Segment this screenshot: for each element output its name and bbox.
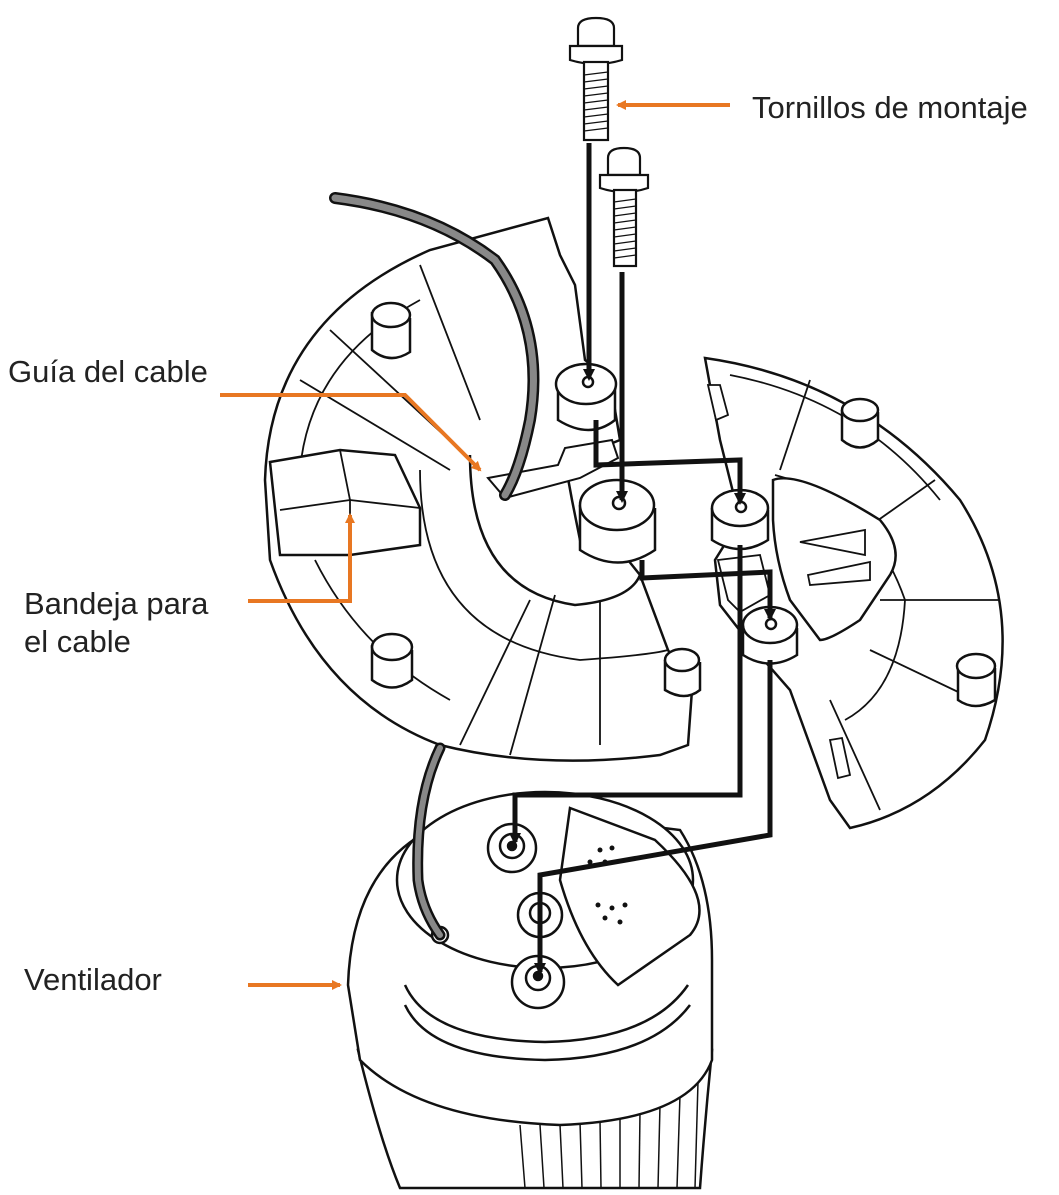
screw-thread-1 [583, 71, 609, 132]
arrow-right-lower-to-fan-bottom [534, 660, 773, 975]
cable-tray [268, 448, 422, 557]
standoff-right-top [840, 397, 880, 449]
mounting-screws-label: Tornillos de montaje [752, 90, 1028, 125]
fan-body [346, 790, 714, 1190]
fan-label: Ventilador [24, 962, 162, 997]
fan-block-holes [587, 845, 628, 925]
callout-arrows [220, 100, 730, 990]
cable [329, 192, 540, 941]
cable-guide-label: Guía del cable [8, 354, 208, 389]
cable-tray-label-line1: Bandeja para [24, 586, 209, 621]
standoff-right-bottom [955, 652, 997, 708]
screw-boss-lower [578, 478, 657, 564]
callout-arrow-cable-tray [248, 513, 355, 603]
arrow-boss-to-right-upper [593, 420, 746, 505]
mounting-screw-1 [568, 16, 624, 142]
standoff-left-right [663, 647, 702, 698]
assembly-arrows [509, 143, 776, 975]
left-housing-half [263, 216, 702, 762]
screw-thread-2 [613, 198, 637, 259]
screw-boss-upper [554, 362, 618, 432]
mounting-screw-2 [598, 146, 650, 268]
arrow-boss-to-right-lower [639, 560, 776, 621]
standoff-left-top [370, 301, 412, 360]
callout-arrow-cable-guide [220, 393, 482, 472]
wedge-block [771, 477, 897, 642]
standoff-left-bottom [370, 632, 414, 689]
screw-boss-right-lower [741, 605, 799, 665]
fan-port-top [486, 822, 538, 874]
fan-ribs [519, 1081, 699, 1189]
cable-tray-label-line2: el cable [24, 624, 131, 659]
arrow-right-upper-to-fan-top [509, 545, 743, 845]
right-clip [706, 384, 852, 780]
right-housing-half [703, 356, 1004, 830]
